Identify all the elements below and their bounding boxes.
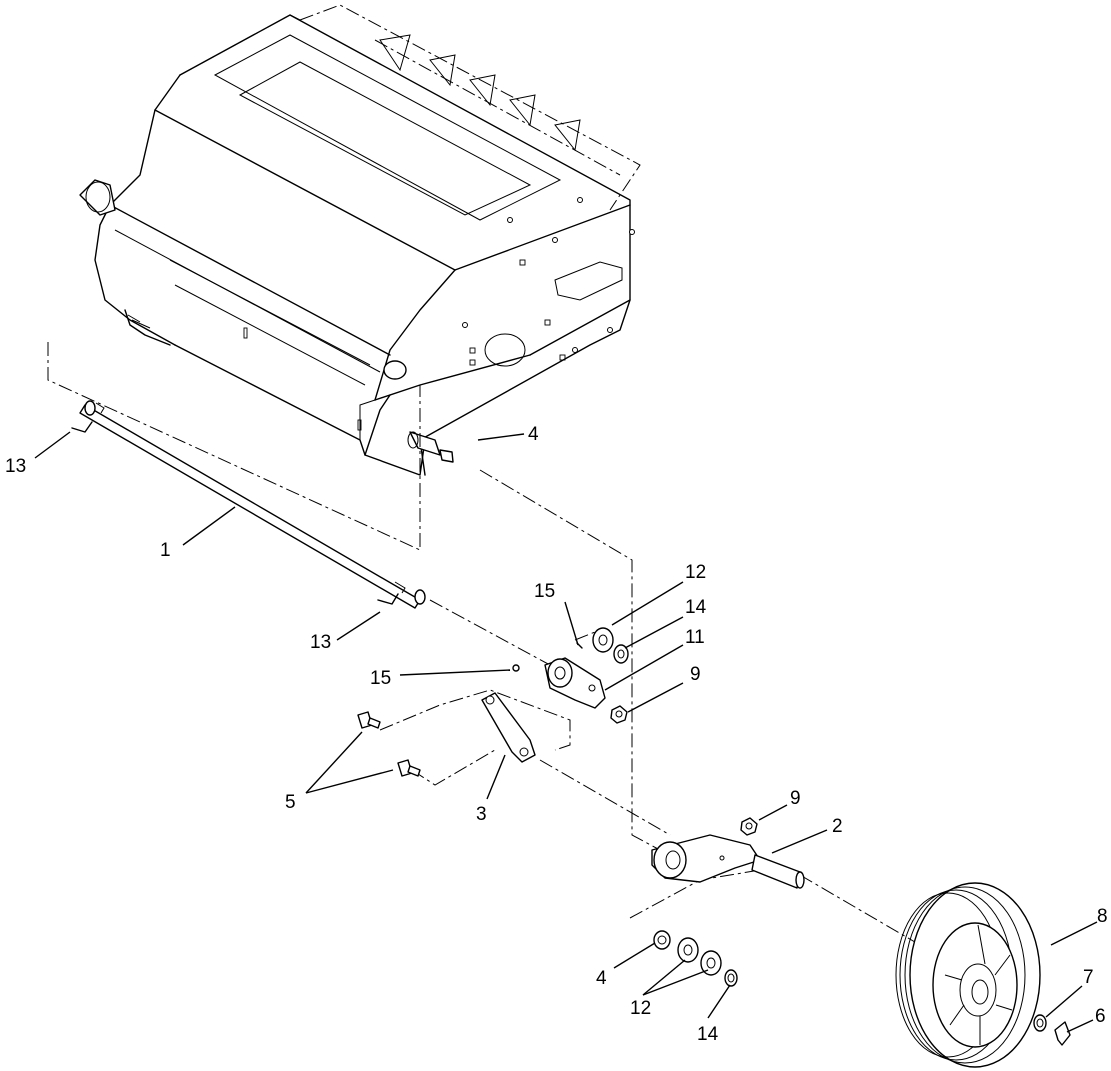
- nut-part: [740, 817, 758, 836]
- callout-14: 14: [697, 1024, 719, 1045]
- callout-3: 3: [476, 804, 487, 825]
- callout-2: 2: [832, 816, 843, 837]
- pivot-bracket-part: [512, 642, 606, 709]
- nut-part: [610, 705, 628, 724]
- shaft-part: [79, 400, 426, 609]
- callout-15: 15: [370, 668, 391, 689]
- axle-arm-part: [651, 834, 805, 889]
- callout-7: 7: [1083, 967, 1094, 988]
- callout-6: 6: [1095, 1006, 1106, 1027]
- callout-11: 11: [685, 627, 705, 648]
- washer-part: [653, 930, 738, 987]
- link-arm-part: [481, 692, 536, 763]
- callout-4: 4: [528, 424, 539, 445]
- callout-8: 8: [1097, 906, 1108, 927]
- washer-part: [1033, 1014, 1047, 1032]
- callout-12: 12: [630, 998, 651, 1019]
- washer-part: [592, 627, 629, 664]
- callout-9: 9: [690, 664, 701, 685]
- housing-assembly: [79, 4, 641, 476]
- callout-12: 12: [685, 562, 706, 583]
- callout-4: 4: [596, 968, 607, 989]
- callout-15: 15: [534, 581, 555, 602]
- assembly-centerlines: [47, 342, 1041, 1021]
- cotter-pin-part: [71, 421, 399, 605]
- callout-14: 14: [685, 597, 707, 618]
- callout-1: 1: [160, 540, 171, 561]
- callout-9: 9: [790, 788, 801, 809]
- callout-13: 13: [5, 456, 26, 477]
- retaining-clip-part: [1054, 1021, 1071, 1046]
- bolt-part: [357, 711, 421, 777]
- leader-lines: [34, 431, 1098, 1033]
- callout-13: 13: [310, 632, 331, 653]
- wheel-part: [895, 882, 1041, 1068]
- callout-labels: 13 1 13 4 15 15 12 14 11 9 5 3 9 2 4 12 …: [5, 424, 1108, 1045]
- callout-5: 5: [285, 792, 296, 813]
